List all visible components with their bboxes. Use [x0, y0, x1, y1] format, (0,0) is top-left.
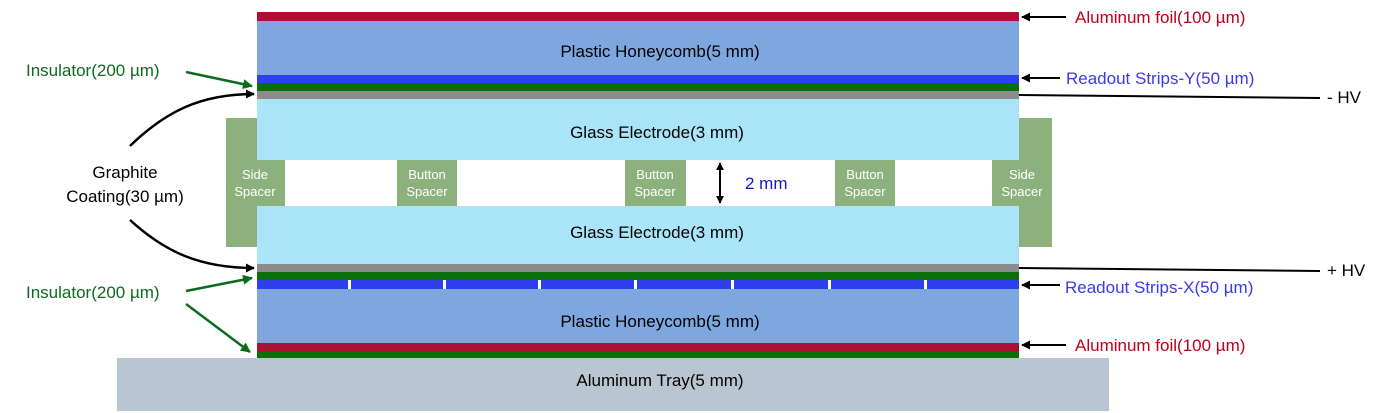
bottom-honeycomb-label: Plastic Honeycomb(5 mm)	[560, 312, 759, 331]
top-foil-label: Aluminum foil(100 µm)	[1075, 8, 1245, 27]
aluminum-tray	[117, 358, 1109, 411]
insulator-bottom-arrow-1	[185, 274, 253, 293]
strip-x-8	[927, 280, 1019, 289]
readout-x-label: Readout Strips-X(50 µm)	[1065, 278, 1253, 297]
bottom-insulator-2	[257, 351, 1019, 359]
graphite-label-line2: Coating(30 µm)	[66, 187, 184, 206]
bottom-glass-label: Glass Electrode(3 mm)	[570, 223, 744, 242]
pos-hv-label: + HV	[1327, 261, 1366, 280]
gap-label: 2 mm	[745, 174, 788, 193]
tray-label: Aluminum Tray(5 mm)	[576, 371, 743, 390]
bottom-graphite-coating	[257, 264, 1019, 272]
button-spacer-2-label-2: Spacer	[634, 184, 676, 199]
top-honeycomb-label: Plastic Honeycomb(5 mm)	[560, 42, 759, 61]
side-spacer-right-label-2: Spacer	[1001, 184, 1043, 199]
insulator-top-label: Insulator(200 µm)	[26, 61, 160, 80]
bottom-honeycomb	[257, 289, 1019, 343]
button-spacer-1	[397, 160, 457, 206]
strip-x-3	[446, 280, 538, 289]
strip-x-5	[637, 280, 731, 289]
bottom-aluminum-foil	[257, 343, 1019, 351]
graphite-bottom-arrow	[129, 219, 255, 273]
graphite-top-arrow	[129, 89, 255, 147]
top-aluminum-foil	[257, 12, 1019, 21]
insulator-bottom-arrow-2	[185, 303, 251, 353]
top-insulator	[257, 83, 1019, 91]
bottom-glass-electrode	[257, 206, 1019, 264]
readout-y-label: Readout Strips-Y(50 µm)	[1066, 69, 1254, 88]
neg-hv-line	[1018, 94, 1321, 99]
bottom-insulator	[257, 272, 1019, 280]
button-spacer-3-label-1: Button	[846, 167, 884, 182]
neg-hv-label: - HV	[1327, 88, 1362, 107]
button-spacer-3-label-2: Spacer	[844, 184, 886, 199]
readout-strip-y	[257, 75, 1019, 83]
pos-hv-line	[1018, 267, 1321, 272]
insulator-top-arrow	[185, 70, 253, 90]
bottom-foil-label: Aluminum foil(100 µm)	[1075, 336, 1245, 355]
button-spacer-1-label-1: Button	[408, 167, 446, 182]
side-spacer-left-label-2: Spacer	[234, 184, 276, 199]
strip-x-6	[734, 280, 828, 289]
side-spacer-right-label-1: Side	[1009, 167, 1035, 182]
readout-strips-x	[257, 280, 1019, 289]
button-spacer-2	[625, 160, 686, 206]
button-spacer-1-label-2: Spacer	[406, 184, 448, 199]
strip-x-7	[831, 280, 924, 289]
strip-x-2	[351, 280, 443, 289]
button-spacer-2-label-1: Button	[636, 167, 674, 182]
strip-x-4	[541, 280, 634, 289]
side-spacer-left-label-1: Side	[242, 167, 268, 182]
top-graphite-coating	[257, 91, 1019, 99]
top-glass-electrode	[257, 99, 1019, 160]
insulator-bottom-label: Insulator(200 µm)	[26, 283, 160, 302]
button-spacer-3	[835, 160, 895, 206]
top-honeycomb	[257, 21, 1019, 75]
graphite-label-line1: Graphite	[92, 163, 157, 182]
strip-x-1	[257, 280, 348, 289]
top-glass-label: Glass Electrode(3 mm)	[570, 123, 744, 142]
